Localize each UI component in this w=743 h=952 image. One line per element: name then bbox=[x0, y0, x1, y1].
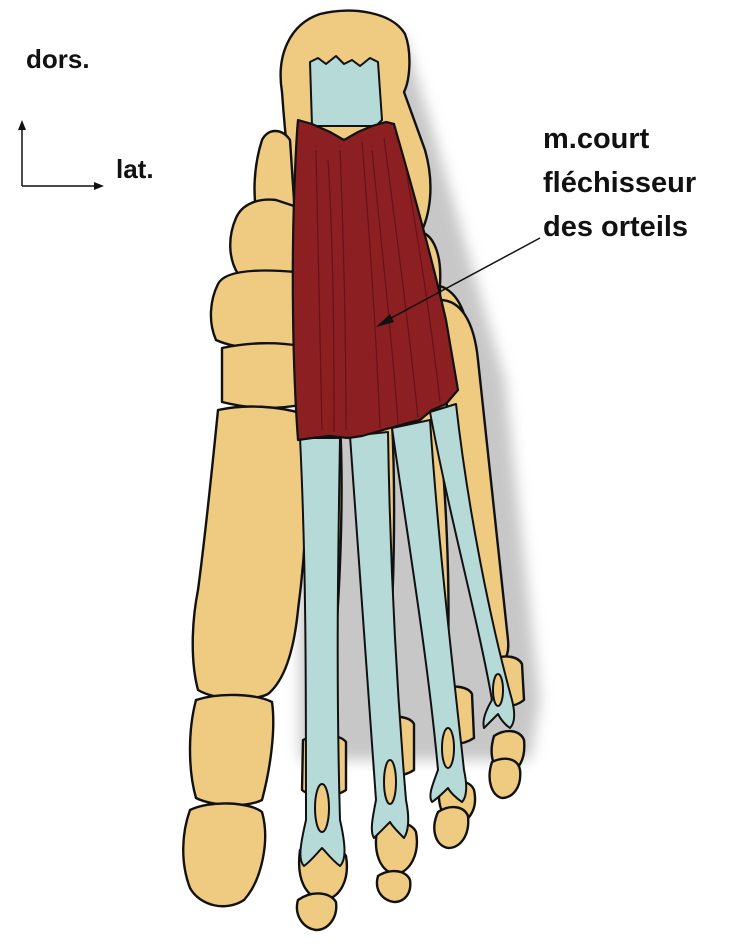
tendon-toe-5-split bbox=[493, 674, 503, 706]
tendon-toe-4-split bbox=[442, 728, 454, 768]
tendon-toe-3-split bbox=[384, 760, 396, 804]
callout-line-3: des orteils bbox=[543, 211, 688, 243]
hallux-proximal-phalanx bbox=[190, 695, 273, 805]
navicular bbox=[230, 200, 298, 281]
metatarsal-1 bbox=[193, 407, 307, 699]
origin-tendon bbox=[310, 56, 382, 126]
intermediate-cuneiform bbox=[222, 343, 300, 408]
toe-3-tip bbox=[377, 871, 410, 902]
callout-line-2: fléchisseur bbox=[543, 167, 696, 199]
toe-4-tip bbox=[434, 807, 468, 848]
medial-cuneiform bbox=[211, 271, 300, 349]
lateral-arrowhead bbox=[94, 182, 104, 190]
tendon-toe-2-split bbox=[315, 784, 329, 832]
hallux-distal-phalanx bbox=[183, 803, 265, 906]
dorsal-label: dors. bbox=[26, 44, 90, 74]
lateral-label: lat. bbox=[116, 154, 154, 184]
dorsal-arrowhead bbox=[18, 120, 26, 130]
callout-line-1: m.court bbox=[543, 123, 650, 155]
toe-2-tip bbox=[297, 893, 336, 930]
toe-5-tip bbox=[490, 759, 521, 798]
orientation-indicator bbox=[18, 120, 104, 190]
